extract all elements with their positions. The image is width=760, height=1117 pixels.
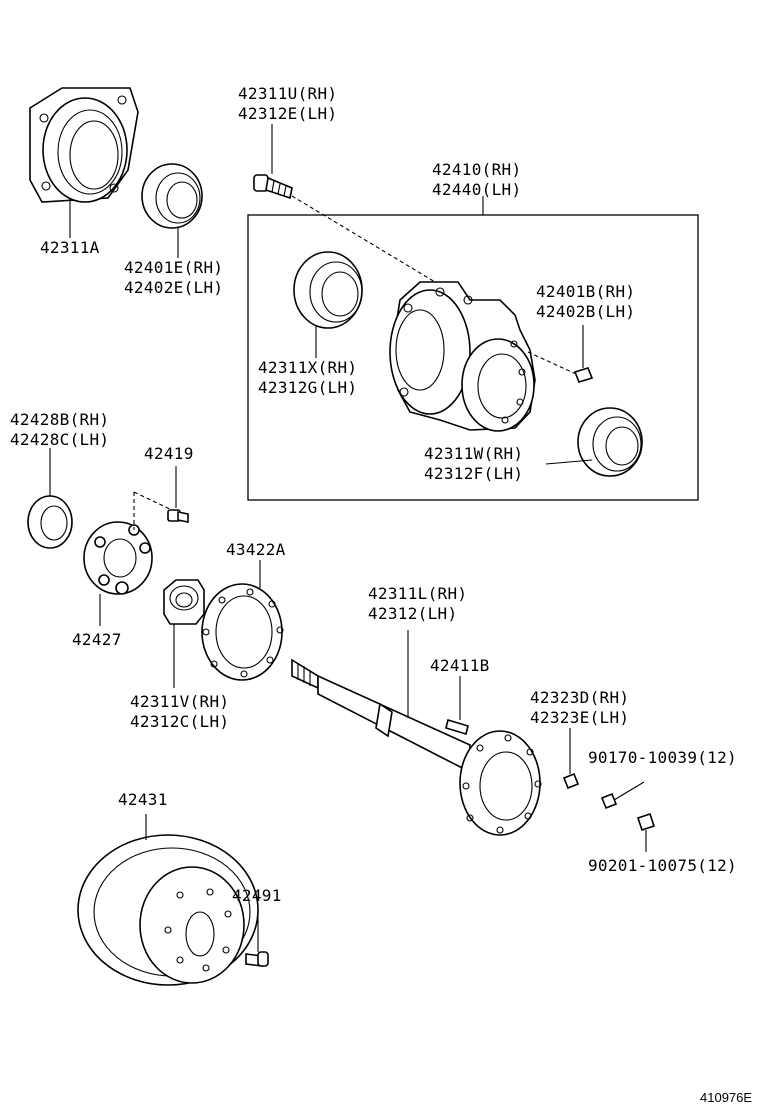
label-42323d: 42323D(RH) [530, 688, 630, 707]
label-42431: 42431 [118, 790, 168, 809]
label-42428c: 42428C(LH) [10, 430, 110, 449]
label-42312c: 42312C(LH) [130, 712, 230, 731]
label-42440: 42440(LH) [432, 180, 522, 199]
nut-90201 [636, 812, 656, 832]
label-42311l: 42311L(RH) [368, 584, 468, 603]
label-42410: 42410(RH) [432, 160, 522, 179]
screw-42491 [245, 951, 269, 967]
label-42428b: 42428B(RH) [10, 410, 110, 429]
bearing-42311w [577, 407, 643, 477]
label-42311a: 42311A [40, 238, 100, 257]
hub-bolt-42311u [253, 174, 293, 200]
label-42312f: 42312F(LH) [424, 464, 524, 483]
label-42419: 42419 [144, 444, 194, 463]
label-42312g: 42312G(LH) [258, 378, 358, 397]
label-42402b: 42402B(LH) [536, 302, 636, 321]
label-42311v: 42311V(RH) [130, 692, 230, 711]
hub-pin-42401b [573, 367, 594, 383]
brake-drum [77, 834, 259, 986]
label-90201: 90201-10075(12) [588, 856, 737, 875]
label-42311x: 42311X(RH) [258, 358, 358, 377]
bearing-retainer-plate [29, 87, 139, 203]
bolt-42419 [167, 509, 189, 523]
label-42401e: 42401E(RH) [124, 258, 224, 277]
oil-seal-42311v [163, 579, 205, 625]
label-42323e: 42323E(LH) [530, 708, 630, 727]
axle-shaft [291, 658, 542, 836]
label-90170: 90170-10039(12) [588, 748, 737, 767]
nut-42323d [562, 772, 580, 790]
label-42427: 42427 [72, 630, 122, 649]
label-42401b: 42401B(RH) [536, 282, 636, 301]
label-42311w: 42311W(RH) [424, 444, 524, 463]
label-42312e: 42312E(LH) [238, 104, 338, 123]
stud-42411b [445, 718, 469, 736]
hub-assembly-box [247, 214, 699, 501]
bearing-42311x [293, 251, 363, 329]
oil-seal-42401e [141, 163, 203, 229]
label-42411b: 42411B [430, 656, 490, 675]
flange-42427 [83, 521, 153, 595]
axle-hub [389, 281, 536, 432]
washer-90170 [600, 792, 618, 810]
gasket-43422a [201, 583, 284, 681]
label-42312: 42312(LH) [368, 604, 458, 623]
label-42311u: 42311U(RH) [238, 84, 338, 103]
label-43422a: 43422A [226, 540, 286, 559]
label-42402e: 42402E(LH) [124, 278, 224, 297]
label-42491: 42491 [232, 886, 282, 905]
shim-42428b [27, 495, 73, 549]
figure-reference: 410976E [700, 1090, 753, 1105]
